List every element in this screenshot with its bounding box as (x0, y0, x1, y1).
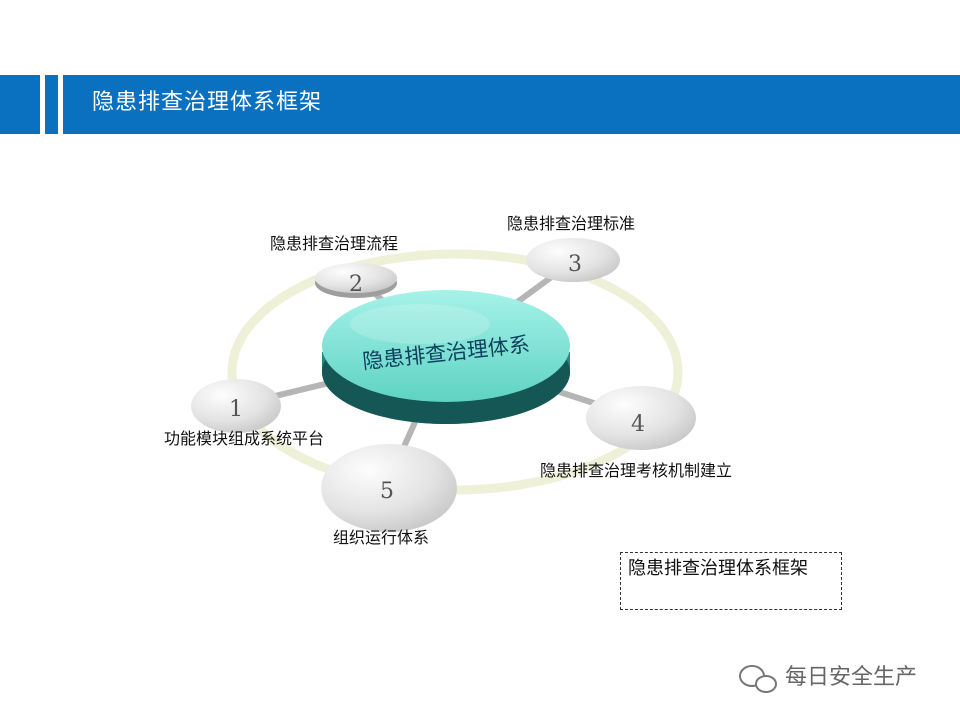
wechat-icon (739, 665, 777, 693)
page-title: 隐患排查治理体系框架 (92, 90, 323, 115)
header-bar (0, 75, 960, 134)
node-label-2: 隐患排查治理流程 (270, 234, 399, 253)
node-label-3: 隐患排查治理标准 (507, 214, 636, 233)
node-number-5: 5 (380, 479, 394, 504)
node-5 (321, 444, 457, 532)
node-4 (586, 386, 696, 450)
node-number-4: 4 (631, 412, 645, 437)
node-1 (191, 379, 281, 433)
watermark-text: 每日安全生产 (785, 665, 918, 690)
node-label-4: 隐患排查治理考核机制建立 (540, 461, 733, 480)
node-number-1: 1 (229, 397, 243, 422)
note-text: 隐患排查治理体系框架 (628, 558, 808, 579)
node-label-1: 功能模块组成系统平台 (163, 429, 324, 448)
note-box (620, 552, 842, 610)
center-hub (322, 290, 570, 424)
node-number-3: 3 (568, 252, 582, 277)
node-number-2: 2 (349, 272, 363, 297)
header-stripe (40, 75, 45, 134)
node-label-5: 组织运行体系 (333, 528, 430, 547)
node-2 (315, 263, 397, 298)
header-stripe (58, 75, 63, 134)
node-3 (526, 238, 620, 282)
